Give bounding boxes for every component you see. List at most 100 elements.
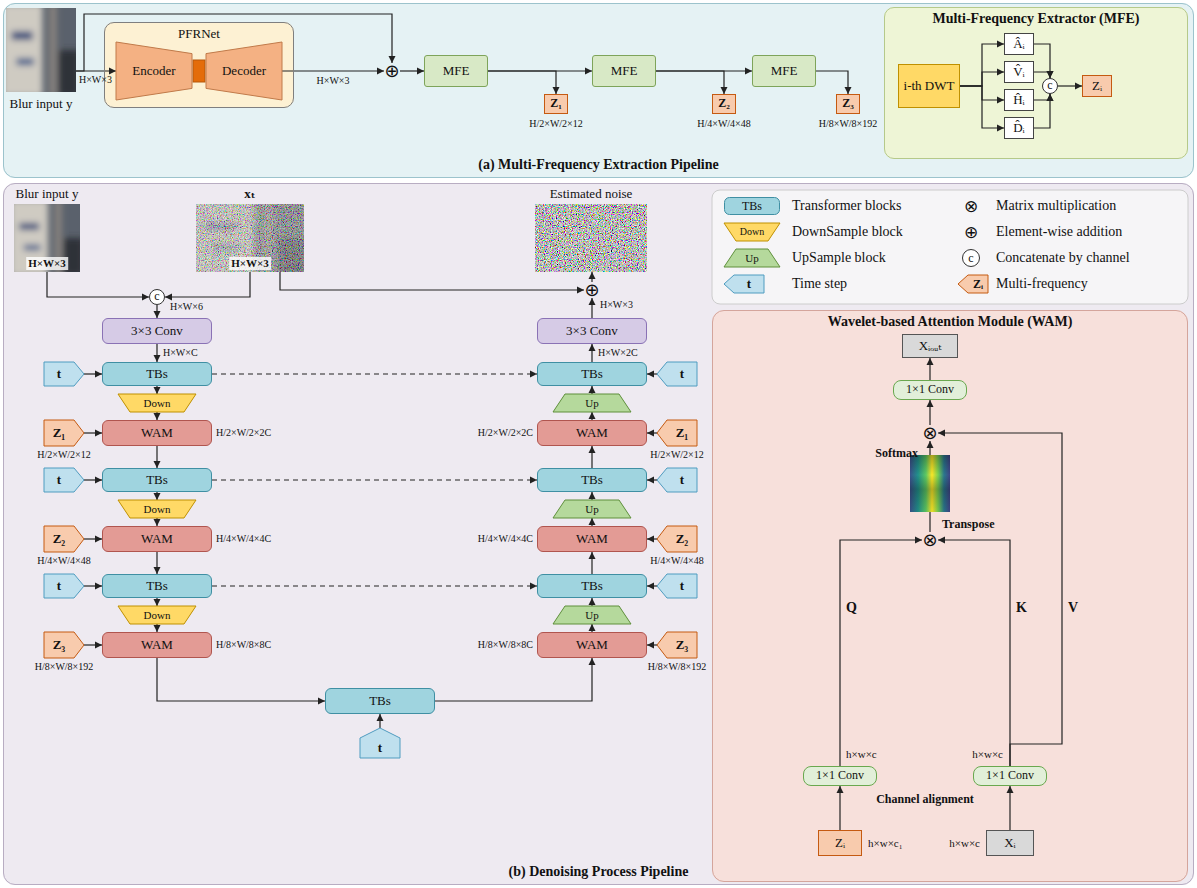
connector [647, 644, 657, 645]
shape [724, 275, 764, 293]
outline [553, 606, 631, 624]
connector [1058, 85, 1082, 86]
connector [84, 373, 102, 374]
node-label: Âᵢ [1013, 37, 1025, 52]
concat-symbol: c [1042, 78, 1058, 94]
panel: (a) Multi-Frequency Extraction PipelineB… [3, 3, 1194, 178]
image-dimension: H×W×3 [26, 257, 68, 270]
connector [156, 446, 157, 468]
multiply-symbol: ⊗ [922, 532, 938, 548]
node-label: ⊗ [922, 425, 937, 441]
subband-box: D̂ᵢ [1004, 117, 1034, 139]
dimension-label: h×w×c₁ [868, 837, 903, 850]
node-label: Xᵢ [1004, 836, 1016, 851]
upsample-block: Up [553, 394, 631, 412]
dimension-label: H/8×W/8×192 [819, 118, 878, 130]
node-label: MFE [771, 64, 798, 79]
node-label: TBs [146, 473, 168, 488]
legend-text: Multi-frequency [996, 275, 1088, 293]
outline [44, 574, 84, 598]
connector [156, 305, 157, 318]
concat-symbol: c [149, 289, 165, 305]
connector [840, 540, 922, 766]
multiply-symbol: ⊗ [922, 425, 938, 441]
dimension-label: H/4×W/4×4C [216, 533, 271, 545]
upsample-block: Up [553, 606, 631, 624]
node-label: Z₁ [676, 426, 689, 441]
outline [44, 468, 84, 492]
node-label: t [57, 367, 61, 382]
frequency-box: Z₁ [544, 94, 568, 114]
node-label: Encoder [132, 64, 175, 79]
connector [591, 492, 592, 500]
node-label: WAM [141, 638, 173, 653]
panel-title: Wavelet-based Attention Module (WAM) [713, 314, 1187, 331]
connector [656, 71, 724, 94]
node-label: Z₁ [53, 426, 66, 441]
outline [657, 632, 697, 658]
outline [44, 526, 84, 552]
wam-block: WAM [102, 420, 212, 446]
connector [156, 492, 157, 500]
node-label: Down [144, 503, 171, 516]
outline [724, 223, 780, 241]
outline [206, 42, 282, 100]
connector [84, 538, 102, 539]
dimension-label: H/2×W/2×12 [650, 449, 704, 461]
panel-title: PFRNet [105, 26, 293, 42]
shape [657, 574, 697, 598]
annotation-label: Softmax [875, 446, 918, 460]
dimension-label: H/4×W/4×48 [650, 555, 704, 567]
node-label: TBs [369, 694, 391, 709]
connector [591, 344, 592, 362]
transformer-block: TBs [537, 468, 647, 492]
annotation-label: Transpose [942, 517, 994, 531]
dimension-label: H×W×2C [598, 347, 638, 359]
legend-sample: TBs [724, 197, 780, 215]
connector [379, 714, 380, 728]
legend-sample-label: ⊕ [964, 224, 978, 240]
legend-sample: Up [724, 249, 780, 267]
node-label: MFE [443, 64, 470, 79]
legend-sample: Zᵢ [958, 275, 988, 293]
panel-title: (a) Multi-Frequency Extraction Pipeline [4, 157, 1193, 174]
conv-block: 3×3 Conv [537, 318, 647, 344]
frequency-box: Z₂ [712, 94, 736, 114]
panel-title: Multi-Frequency Extractor (MFE) [885, 11, 1187, 28]
node-label: Z₃ [53, 638, 66, 653]
frequency-box: Zᵢ [818, 830, 862, 856]
connector [929, 358, 930, 380]
node-label: Z₃ [676, 638, 689, 653]
connector [960, 86, 1004, 128]
legend-sample: ⊗ [958, 197, 984, 215]
dimension-label: H/4×W/4×48 [697, 118, 751, 130]
transformer-block: TBs [325, 688, 435, 714]
legend-sample: ⊕ [958, 223, 984, 241]
subband-box: V̂ᵢ [1004, 61, 1034, 83]
dimension-label: H/4×W/4×4C [478, 533, 533, 545]
addition-symbol: ⊕ [384, 63, 400, 79]
connector [488, 71, 556, 94]
legend-text: Element-wise addition [996, 223, 1122, 241]
legend-sample-label: TBs [742, 198, 762, 214]
node-label: t [378, 741, 382, 756]
legend-sample-label: ⊗ [964, 198, 978, 214]
node-label: Zᵢ [1092, 79, 1102, 94]
outline [657, 420, 697, 446]
wam-block: WAM [102, 632, 212, 658]
node-label: Up [585, 609, 598, 622]
connector [1034, 94, 1050, 100]
connector [282, 70, 384, 71]
outline [724, 249, 780, 267]
dimension-label: H×W×3 [600, 299, 633, 311]
connector [591, 298, 592, 318]
node-label: TBs [146, 579, 168, 594]
extractor-box: MFE [592, 55, 656, 87]
time-step-tag: t [657, 468, 697, 492]
conv-block: 1×1 Conv [973, 766, 1047, 786]
input-image: Blur input yH×W×3 [14, 186, 80, 272]
dimension-label: H/8×W/8×192 [35, 661, 94, 673]
